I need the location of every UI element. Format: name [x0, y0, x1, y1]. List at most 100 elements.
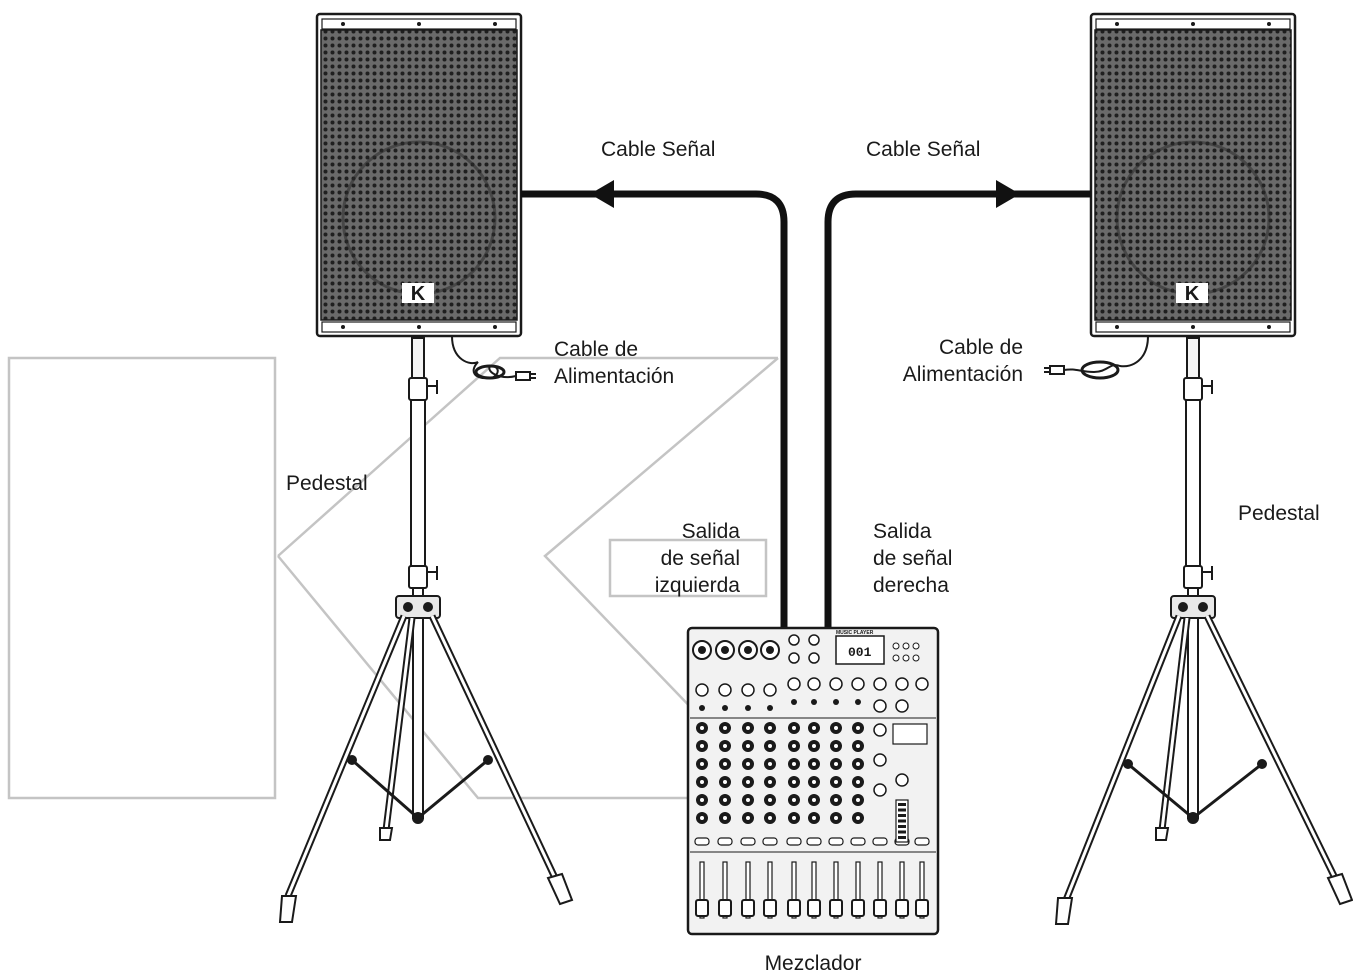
knob-pointer-icon [723, 744, 727, 748]
mute-button-icon [851, 838, 865, 845]
knob-pointer-icon [792, 726, 796, 730]
knob-pointer-icon [700, 798, 704, 802]
knob-pointer-icon [723, 816, 727, 820]
knob-pointer-icon [792, 744, 796, 748]
mute-button-icon [829, 838, 843, 845]
peak-led-icon [811, 699, 817, 705]
mute-button-icon [718, 838, 732, 845]
knob-pointer-icon [792, 780, 796, 784]
knob-pointer-icon [768, 780, 772, 784]
knob-pointer-icon [812, 816, 816, 820]
fader-cap-icon [916, 900, 928, 916]
knob-pointer-icon [746, 726, 750, 730]
fader-cap-icon [696, 900, 708, 916]
peak-led-icon [791, 699, 797, 705]
master-knob-icon [896, 678, 908, 690]
fader-cap-icon [896, 900, 908, 916]
meter-segment [898, 836, 906, 839]
knob-pointer-icon [856, 744, 860, 748]
meter-segment [898, 809, 906, 812]
xlr-input-core [766, 646, 774, 654]
knob-pointer-icon [834, 762, 838, 766]
gain-knob-icon [788, 678, 800, 690]
knob-pointer-icon [746, 762, 750, 766]
fader-cap-icon [742, 900, 754, 916]
player-button-icon [913, 643, 919, 649]
knob-pointer-icon [723, 726, 727, 730]
player-button-icon [893, 655, 899, 661]
label-stand-right: Pedestal [1238, 500, 1320, 527]
knob-pointer-icon [700, 816, 704, 820]
knob-pointer-icon [700, 780, 704, 784]
fader-cap-icon [788, 900, 800, 916]
arrow-left-icon [590, 180, 614, 208]
label-left-output-line1: Salida [655, 518, 740, 545]
speaker-logo: K [1185, 283, 1200, 305]
label-right-output-line3: derecha [873, 572, 952, 599]
jack-input-icon [809, 635, 819, 645]
label-power-cable-left-line1: Cable de [554, 336, 674, 363]
label-right-output-line2: de señal [873, 545, 952, 572]
knob-pointer-icon [792, 816, 796, 820]
master-knob-icon [874, 700, 886, 712]
label-left-output-line3: izquierda [655, 572, 740, 599]
label-power-cable-left-line2: Alimentación [554, 363, 674, 390]
fader-cap-icon [764, 900, 776, 916]
knob-pointer-icon [746, 798, 750, 802]
knob-pointer-icon [856, 762, 860, 766]
knob-pointer-icon [834, 744, 838, 748]
mute-button-icon [915, 838, 929, 845]
knob-pointer-icon [812, 780, 816, 784]
speaker-logo: K [411, 283, 426, 305]
mixer-display-screen: 001 [848, 645, 872, 660]
fader-cap-icon [852, 900, 864, 916]
meter-segment [898, 814, 906, 817]
mute-button-icon [787, 838, 801, 845]
overlay-rectangle [9, 358, 275, 798]
knob-pointer-icon [856, 798, 860, 802]
mute-button-icon [695, 838, 709, 845]
gain-knob-icon [719, 684, 731, 696]
meter-segment [898, 831, 906, 834]
knob-pointer-icon [834, 798, 838, 802]
right-stand [1056, 338, 1352, 924]
mixer: 001 MUSIC PLAYER [688, 628, 938, 934]
meter-segment [898, 825, 906, 828]
master-knob-icon [916, 678, 928, 690]
knob-pointer-icon [700, 744, 704, 748]
gain-knob-icon [696, 684, 708, 696]
gain-knob-icon [742, 684, 754, 696]
fader-cap-icon [830, 900, 842, 916]
effects-display [893, 724, 927, 744]
knob-pointer-icon [723, 798, 727, 802]
master-knob-icon [874, 784, 886, 796]
gain-knob-icon [830, 678, 842, 690]
knob-pointer-icon [812, 762, 816, 766]
jack-input-icon [809, 653, 819, 663]
gain-knob-icon [764, 684, 776, 696]
xlr-input-core [721, 646, 729, 654]
knob-pointer-icon [700, 726, 704, 730]
label-mixer: Mezclador [713, 950, 913, 977]
knob-pointer-icon [792, 762, 796, 766]
knob-pointer-icon [746, 780, 750, 784]
knob-pointer-icon [856, 726, 860, 730]
label-right-output-line1: Salida [873, 518, 952, 545]
knob-pointer-icon [812, 726, 816, 730]
master-knob-icon [896, 700, 908, 712]
player-button-icon [903, 655, 909, 661]
peak-led-icon [767, 705, 773, 711]
master-knob-icon [874, 724, 886, 736]
mute-button-icon [741, 838, 755, 845]
right-speaker: K [1091, 14, 1295, 336]
gain-knob-icon [808, 678, 820, 690]
left-speaker: K [317, 14, 521, 336]
peak-led-icon [722, 705, 728, 711]
jack-input-icon [789, 653, 799, 663]
gain-knob-icon [852, 678, 864, 690]
signal-cable-left [521, 180, 784, 628]
xlr-input-core [698, 646, 706, 654]
knob-pointer-icon [834, 816, 838, 820]
speaker-grille [1095, 30, 1291, 320]
mute-button-icon [763, 838, 777, 845]
